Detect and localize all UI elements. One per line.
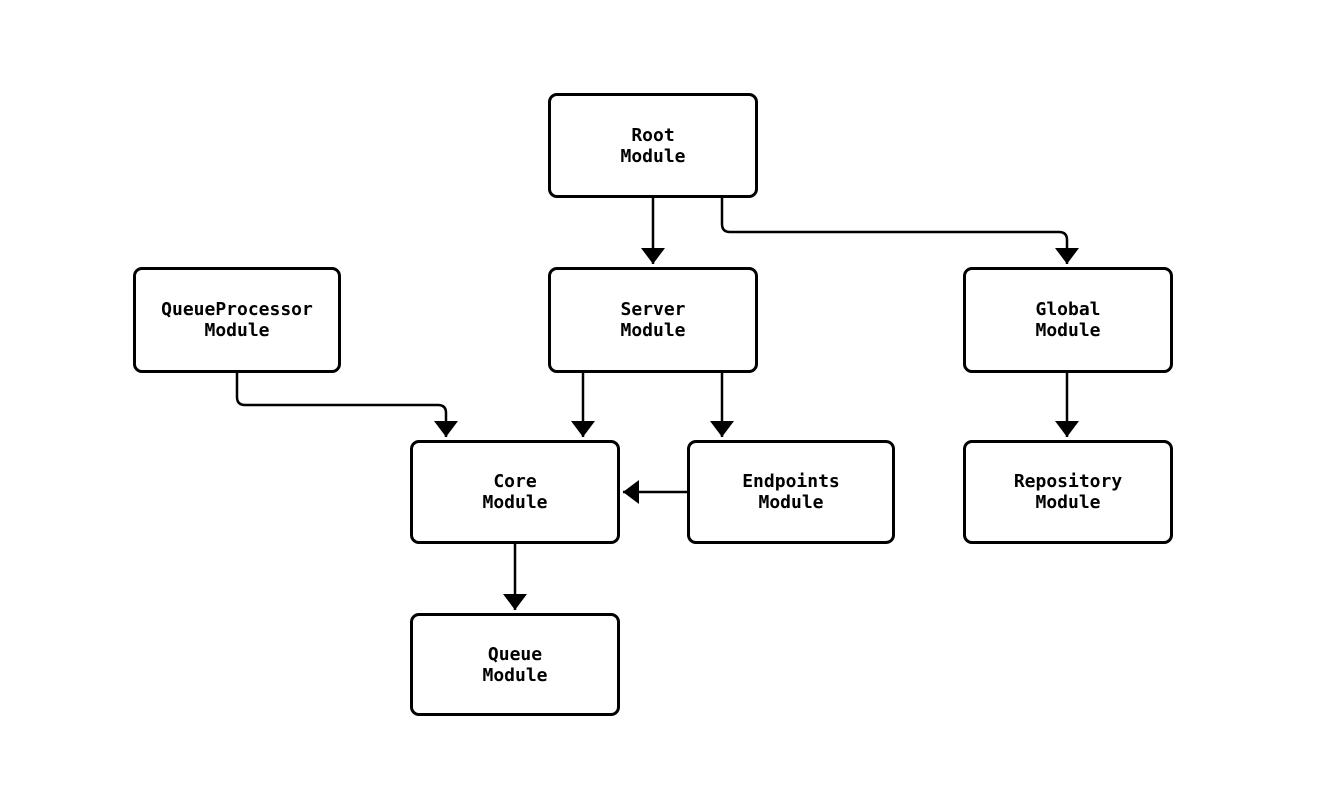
node-label-line: Repository [1013,471,1123,492]
edge-queueprocessor-to-core [235,373,458,437]
node-label-line: Endpoints [742,471,840,492]
node-label-line: Module [482,492,548,513]
node-core-module: Core Module [410,440,620,544]
node-root-module: Root Module [548,93,758,198]
edge-root-to-global [720,197,1079,264]
node-label-line: Module [1035,320,1101,341]
node-label-line: Global [1035,299,1101,320]
node-label-line: QueueProcessor [161,299,313,320]
node-label-line: Module [1035,492,1101,513]
node-label-line: Queue [487,643,543,665]
node-label-line: Root [631,124,675,146]
node-server-module: Server Module [548,267,758,373]
node-repository-module: Repository Module [963,440,1173,544]
node-label-line: Module [620,145,686,167]
node-label-line: Module [620,320,686,341]
node-queue-module: Queue Module [410,613,620,716]
node-label-line: Module [204,320,270,341]
node-global-module: Global Module [963,267,1173,373]
node-label-line: Module [758,492,824,513]
node-label-line: Core [493,471,537,492]
node-label-line: Module [482,664,548,686]
node-queueprocessor-module: QueueProcessor Module [133,267,341,373]
node-label-line: Server [620,299,686,320]
node-endpoints-module: Endpoints Module [687,440,895,544]
